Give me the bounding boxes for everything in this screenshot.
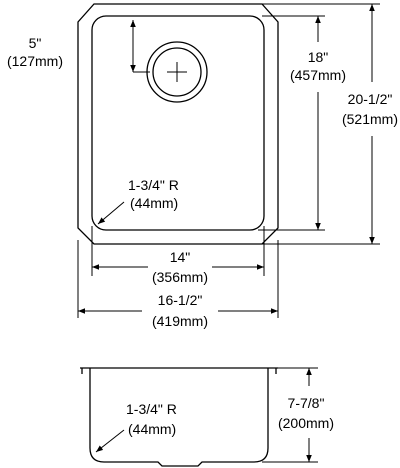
- bowl-length-imperial-label: 18": [308, 49, 329, 65]
- sink-bowl-outline: [91, 15, 265, 231]
- overall-width-imperial-label: 16-1/2": [158, 292, 203, 308]
- bowl-length-metric-label: (457mm): [290, 67, 346, 83]
- depth-metric-label: (200mm): [278, 415, 334, 431]
- overall-length-metric-label: (521mm): [342, 111, 398, 127]
- bowl-width-metric-label: (356mm): [152, 269, 208, 285]
- corner-radius-metric-label: (44mm): [130, 195, 178, 211]
- bowl-width-imperial-label: 14": [170, 249, 191, 265]
- side-corner-radius-imperial-label: 1-3/4" R: [126, 401, 177, 417]
- overall-length-imperial-label: 20-1/2": [348, 91, 393, 107]
- corner-radius-imperial-label: 1-3/4" R: [128, 177, 179, 193]
- overall-width-metric-label: (419mm): [152, 313, 208, 329]
- drain-inner-ring: [152, 47, 202, 97]
- side-view-sink-profile: [89, 368, 269, 467]
- side-corner-radius-metric-label: (44mm): [128, 421, 176, 437]
- drain-offset-imperial-label: 5": [29, 35, 42, 51]
- drain-offset-metric-label: (127mm): [7, 53, 63, 69]
- side-corner-radius-leader: [95, 429, 125, 453]
- corner-radius-leader: [97, 201, 125, 225]
- depth-imperial-label: 7-7/8": [288, 395, 325, 411]
